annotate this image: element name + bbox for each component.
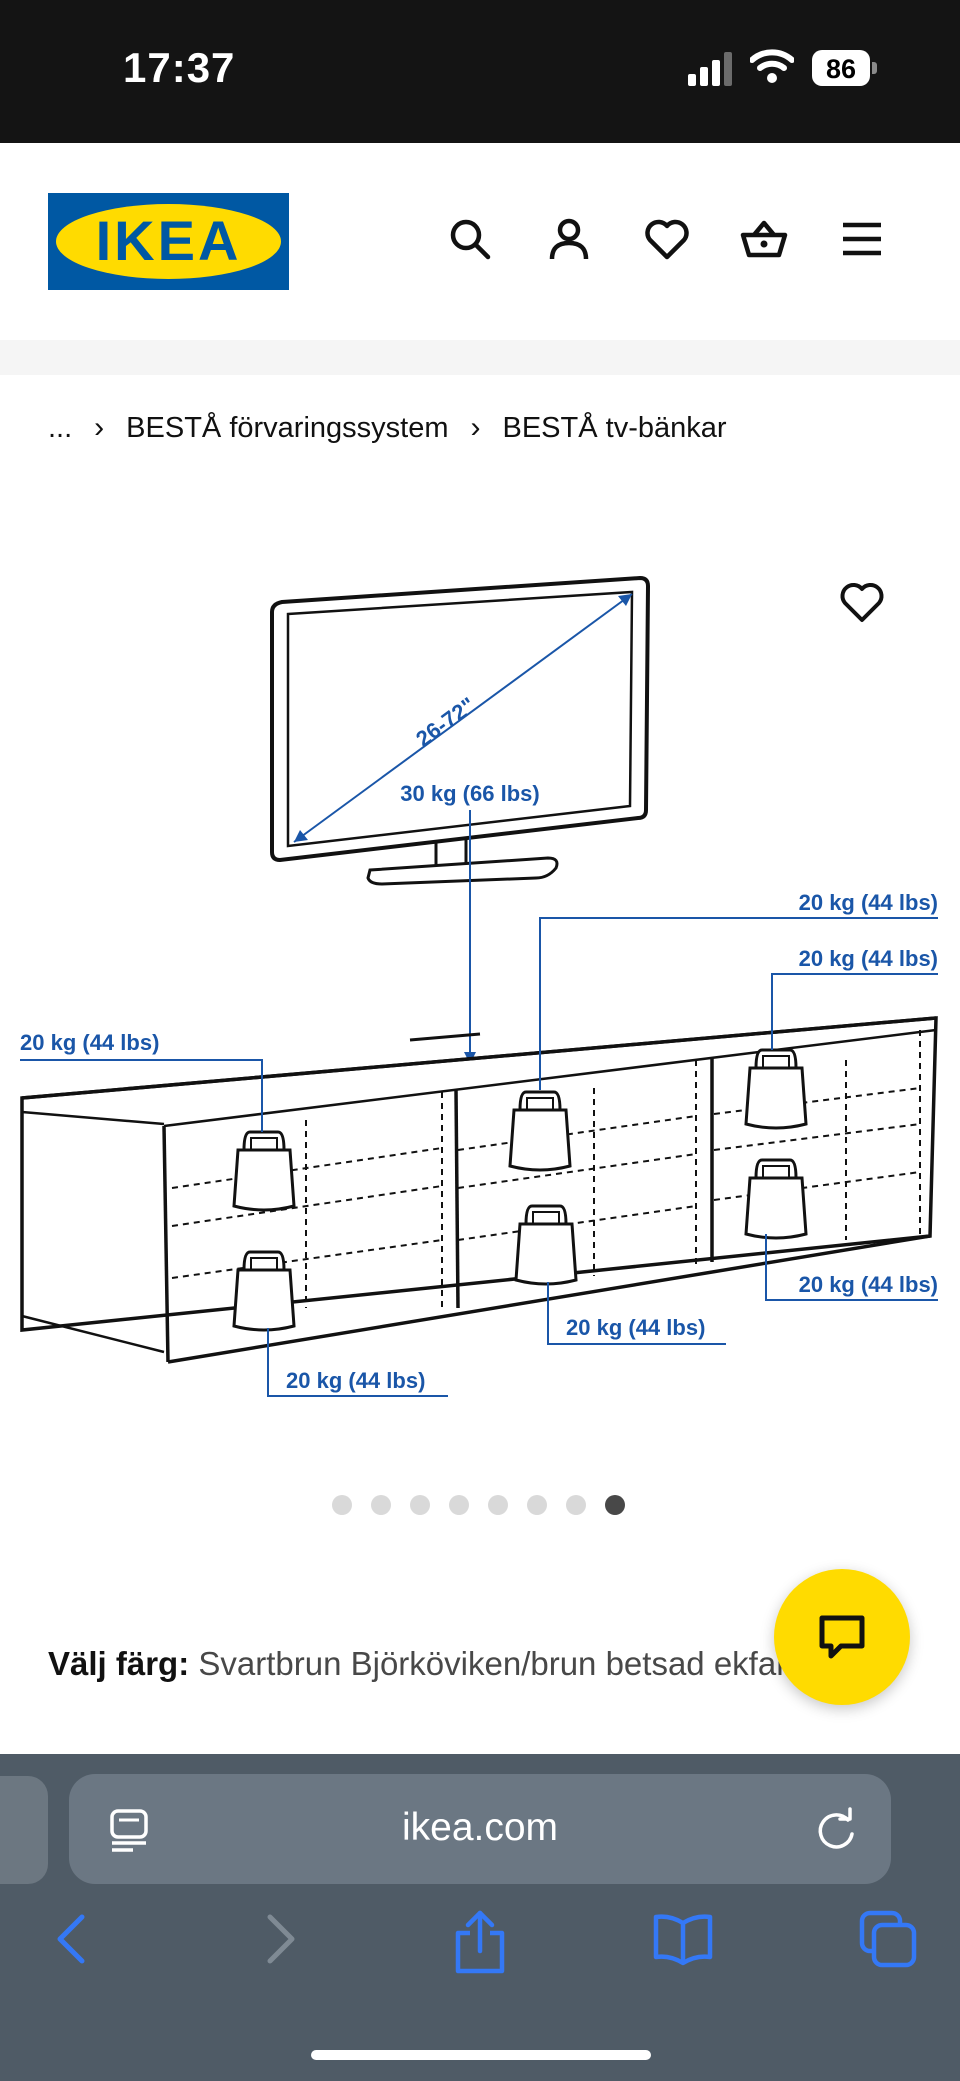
heart-icon[interactable] — [643, 215, 691, 263]
color-select[interactable]: Välj färg: Svartbrun Björköviken/brun be… — [48, 1645, 908, 1683]
signal-icon — [688, 52, 732, 86]
color-select-value: Svartbrun Björköviken/brun betsad ekfane… — [198, 1645, 824, 1682]
shelf-weight-label-bottom-middle: 20 kg (44 lbs) — [566, 1315, 705, 1340]
add-to-favourites-heart-icon[interactable] — [838, 578, 886, 626]
status-bar: 17:37 86 — [0, 0, 960, 143]
shelf-weight-label-top-right: 20 kg (44 lbs) — [799, 946, 938, 971]
address-bar[interactable]: ikea.com — [69, 1774, 891, 1884]
forward-icon[interactable] — [260, 1909, 300, 1969]
share-icon[interactable] — [452, 1909, 508, 1975]
site-header: IKEA — [0, 143, 960, 340]
carousel-dot[interactable] — [332, 1495, 352, 1515]
bookmarks-icon[interactable] — [652, 1909, 714, 1969]
color-select-label: Välj färg: — [48, 1645, 190, 1682]
carousel-dot[interactable] — [371, 1495, 391, 1515]
chat-button[interactable] — [774, 1569, 910, 1705]
status-time: 17:37 — [123, 44, 236, 91]
image-carousel-dots — [332, 1495, 625, 1515]
url-text: ikea.com — [401, 1806, 559, 1849]
breadcrumb-ellipsis[interactable]: ... — [48, 411, 73, 444]
account-icon[interactable] — [545, 215, 593, 263]
back-icon[interactable] — [52, 1909, 92, 1969]
shelf-weight-label-top-left: 20 kg (44 lbs) — [20, 1030, 159, 1055]
basket-icon[interactable] — [740, 215, 788, 263]
breadcrumb-item-besta-storage[interactable]: BESTÅ förvaringssystem — [126, 411, 449, 444]
breadcrumb-item-besta-tv-benches[interactable]: BESTÅ tv-bänkar — [502, 411, 727, 444]
menu-icon[interactable] — [838, 215, 886, 263]
breadcrumb: ... › BESTÅ förvaringssystem › BESTÅ tv-… — [48, 408, 727, 448]
page-menu-icon[interactable] — [109, 1808, 151, 1852]
tv-weight-label: 30 kg (66 lbs) — [400, 781, 539, 806]
shelf-weight-label-bottom-right: 20 kg (44 lbs) — [799, 1272, 938, 1297]
battery-level: 86 — [825, 54, 857, 84]
search-icon[interactable] — [446, 215, 494, 263]
carousel-dot[interactable] — [566, 1495, 586, 1515]
browser-toolbar: ikea.com — [0, 1754, 960, 2081]
breadcrumb-chevron-icon: › — [470, 411, 481, 444]
reload-icon[interactable] — [814, 1806, 858, 1852]
chat-icon — [819, 1615, 865, 1659]
home-indicator — [311, 2050, 651, 2060]
carousel-dot-active[interactable] — [605, 1495, 625, 1515]
tabs-icon[interactable] — [858, 1909, 918, 1969]
callout-lines — [20, 917, 938, 1397]
product-image[interactable]: 26-72" 30 kg (66 lbs) — [0, 540, 960, 1490]
breadcrumb-chevron-icon: › — [94, 411, 105, 444]
carousel-dot[interactable] — [449, 1495, 469, 1515]
shelf-weight-label-top-middle: 20 kg (44 lbs) — [799, 890, 938, 915]
header-divider — [0, 340, 960, 375]
shelf-weight-label-bottom-left: 20 kg (44 lbs) — [286, 1368, 425, 1393]
wifi-icon — [750, 49, 794, 83]
tv-illustration — [270, 575, 651, 886]
carousel-dot[interactable] — [410, 1495, 430, 1515]
carousel-dot[interactable] — [527, 1495, 547, 1515]
logo-text: IKEA — [95, 209, 242, 272]
carousel-dot[interactable] — [488, 1495, 508, 1515]
battery-icon: 86 — [812, 50, 877, 86]
previous-tab-preview[interactable] — [0, 1776, 48, 1884]
ikea-logo[interactable]: IKEA — [48, 193, 289, 290]
